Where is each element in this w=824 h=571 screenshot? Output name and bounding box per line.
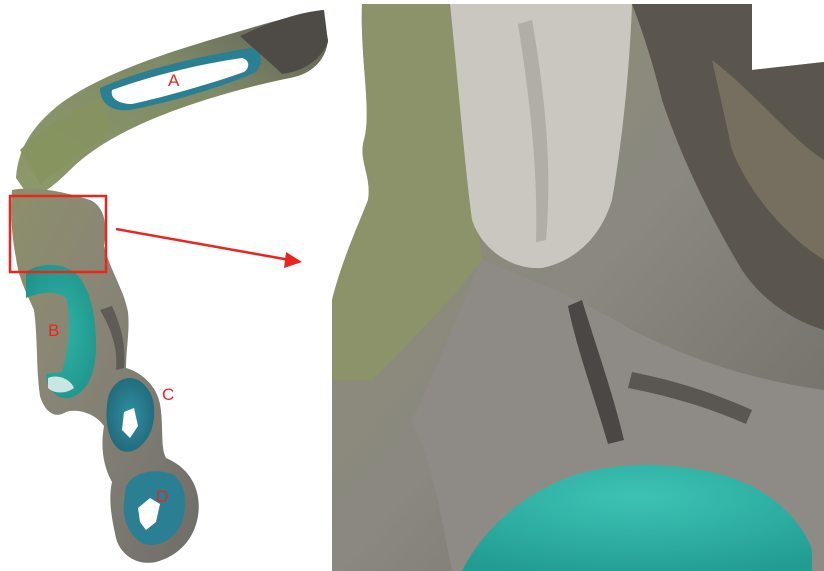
dark-cliff [632, 4, 824, 330]
lake-b-label: B [48, 321, 59, 340]
zoomed-aerial-image [332, 4, 824, 571]
overview-map: A B C D [8, 10, 328, 563]
lake-d-island [138, 498, 160, 530]
moraine-shadow [568, 300, 624, 444]
cliff-ridge [712, 60, 824, 260]
overview-map-panel: A B C D [0, 0, 340, 571]
zoom-region-box [8, 194, 108, 274]
lake-c-label: C [162, 385, 174, 404]
lake-c-island [122, 408, 138, 438]
rock-band [100, 306, 125, 370]
lake-a-label: A [168, 71, 180, 90]
turquoise-lake [462, 464, 812, 571]
lake-a-ice-gap [111, 58, 249, 104]
grassy-slope [332, 4, 482, 380]
dark-ridge [240, 10, 328, 74]
zoomed-aerial-panel [332, 0, 824, 571]
zoom-arrow-line [115, 227, 291, 262]
moraine-ridge-shadow [628, 372, 752, 424]
lake-b-glare [48, 376, 74, 393]
zoom-arrow-head [284, 252, 302, 268]
debris-channel [518, 20, 549, 242]
lake-d-label: D [156, 487, 168, 506]
lake-b-water [26, 264, 96, 399]
grass-patch [20, 98, 112, 184]
